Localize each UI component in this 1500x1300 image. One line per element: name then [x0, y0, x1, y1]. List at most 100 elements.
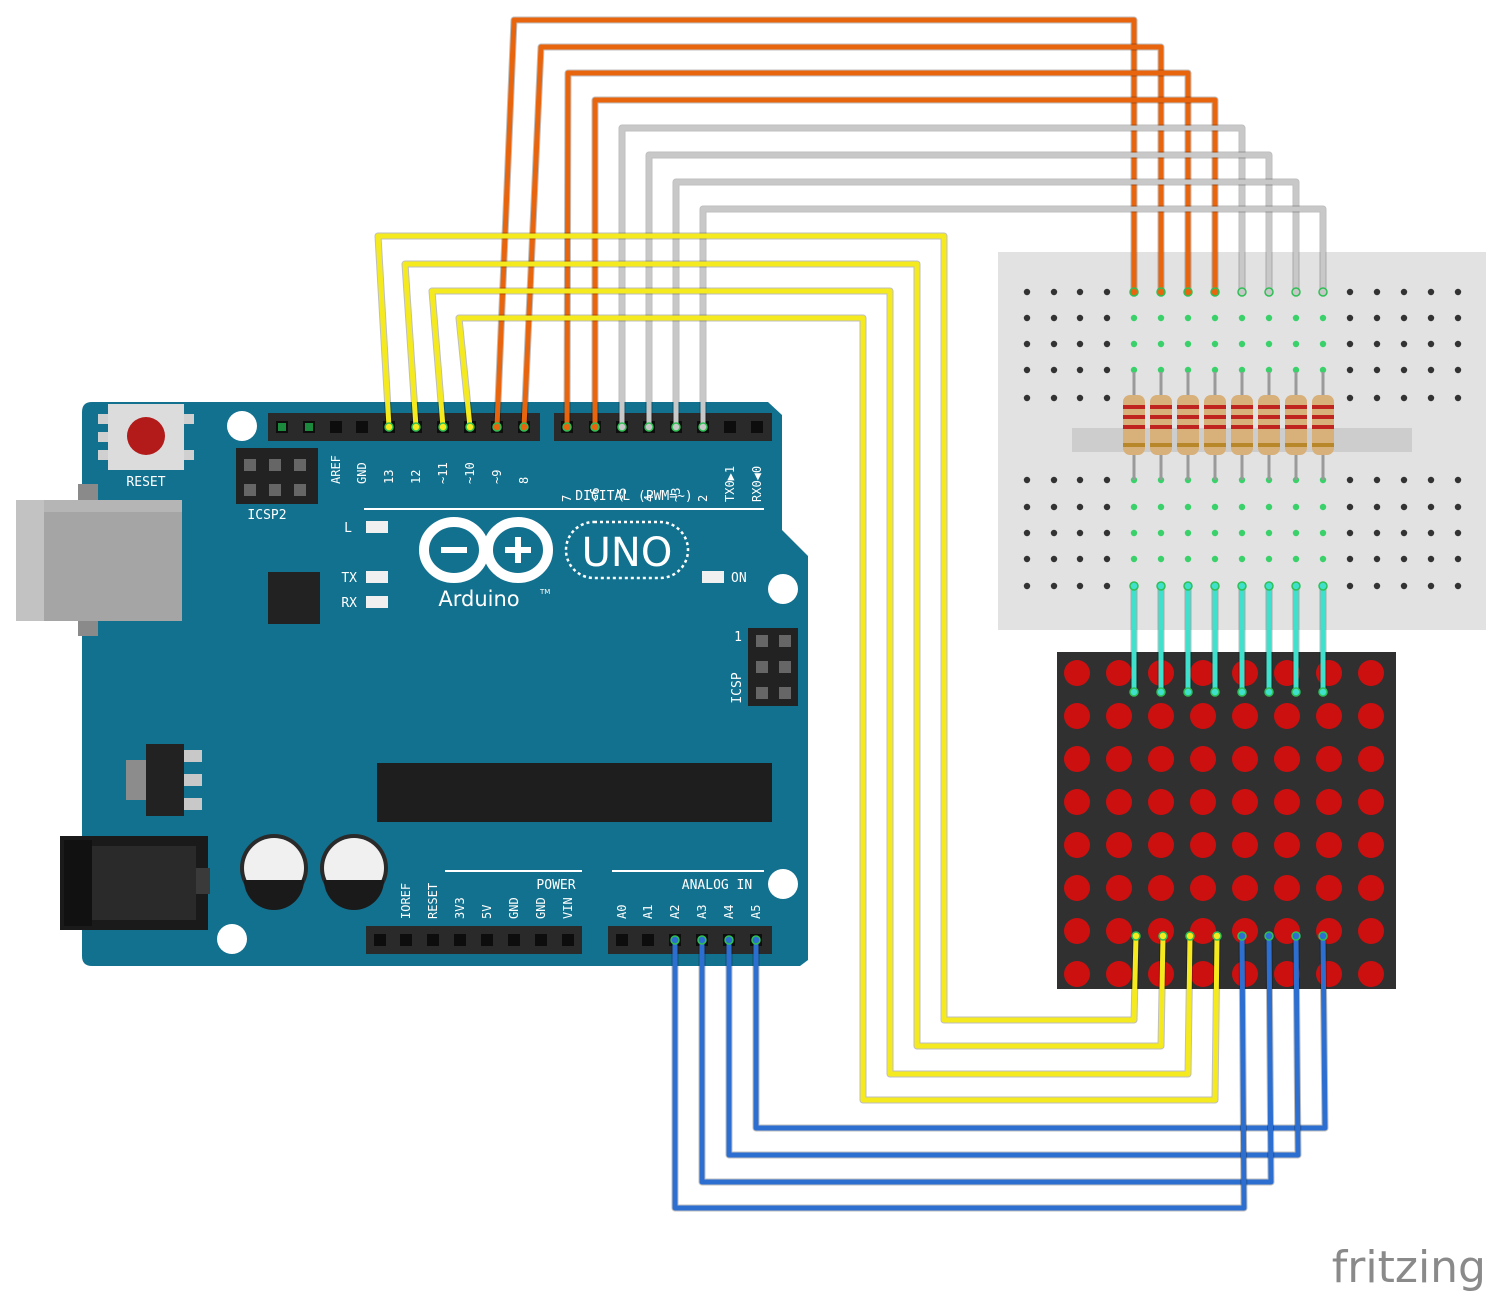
matrix-led	[1064, 875, 1090, 901]
breadboard-hole	[1427, 476, 1435, 484]
breadboard-hole	[1400, 476, 1408, 484]
led-matrix-dots	[1064, 660, 1384, 987]
matrix-led	[1274, 832, 1300, 858]
matrix-led	[1064, 961, 1090, 987]
wire-yellow[interactable]	[428, 287, 1195, 1078]
breadboard-hole	[1454, 314, 1462, 322]
breadboard-hole	[1346, 582, 1354, 590]
wire-cyan[interactable]	[1264, 581, 1274, 697]
matrix-led	[1190, 961, 1216, 987]
icsp-pin	[756, 687, 768, 699]
matrix-led	[1358, 789, 1384, 815]
breadboard-hole	[1050, 529, 1058, 537]
icsp-pin	[779, 687, 791, 699]
matrix-led	[1148, 875, 1174, 901]
matrix-led	[1106, 832, 1132, 858]
breadboard-hole	[1130, 555, 1138, 563]
matrix-led	[1358, 875, 1384, 901]
breadboard-hole	[1454, 582, 1462, 590]
wire-blue[interactable]	[724, 931, 1302, 1159]
breadboard-hole	[1373, 394, 1381, 402]
header-pin[interactable]	[454, 934, 466, 946]
header-pin[interactable]	[616, 934, 628, 946]
breadboard-hole	[1319, 340, 1327, 348]
wire-cyan[interactable]	[1237, 581, 1247, 697]
icsp2-pin	[244, 484, 256, 496]
matrix-led	[1064, 789, 1090, 815]
breadboard-hole	[1076, 394, 1084, 402]
matrix-led	[1064, 660, 1090, 686]
wire-cyan[interactable]	[1156, 581, 1166, 697]
pin-label: 2	[696, 495, 710, 502]
matrix-led	[1064, 746, 1090, 772]
header-pin[interactable]	[356, 421, 368, 433]
header-pin[interactable]	[724, 421, 736, 433]
breadboard-hole	[1373, 476, 1381, 484]
pin-label: A3	[695, 905, 709, 919]
breadboard-hole	[1184, 555, 1192, 563]
reset-button-cap[interactable]	[127, 417, 165, 455]
breadboard-hole	[1346, 366, 1354, 374]
wire-cyan[interactable]	[1210, 581, 1220, 697]
wire-gray[interactable]	[671, 178, 1301, 432]
breadboard-hole	[1050, 366, 1058, 374]
breadboard-hole	[1454, 288, 1462, 296]
wire-yellow[interactable]	[401, 260, 1168, 1050]
breadboard-hole	[1157, 555, 1165, 563]
wire-blue[interactable]	[670, 931, 1248, 1212]
header-pin[interactable]	[562, 934, 574, 946]
matrix-led	[1190, 875, 1216, 901]
breadboard-hole	[1238, 314, 1246, 322]
breadboard-hole	[1157, 314, 1165, 322]
matrix-led	[1232, 746, 1258, 772]
pin-label: A4	[722, 905, 736, 919]
resistor	[1150, 372, 1172, 480]
header-pin[interactable]	[642, 934, 654, 946]
header-pin[interactable]	[751, 421, 763, 433]
breadboard-hole	[1076, 340, 1084, 348]
pin-label: ~11	[436, 462, 450, 484]
breadboard-hole	[1400, 555, 1408, 563]
matrix-led	[1148, 746, 1174, 772]
breadboard-hole	[1373, 314, 1381, 322]
wire-yellow[interactable]	[374, 232, 1141, 1024]
breadboard-hole	[1292, 366, 1300, 374]
wire-yellow[interactable]	[455, 314, 1222, 1104]
uno-badge-outline	[564, 520, 690, 580]
matrix-led	[1064, 703, 1090, 729]
breadboard-hole	[1427, 394, 1435, 402]
reset-button[interactable]	[98, 404, 194, 470]
capacitor	[320, 834, 388, 910]
header-pin[interactable]	[427, 934, 439, 946]
breadboard-hole	[1400, 529, 1408, 537]
digital-caption: DIGITAL (PWM=~)	[575, 489, 692, 504]
header-pin-highlight	[278, 423, 286, 431]
breadboard-hole	[1427, 555, 1435, 563]
breadboard-hole	[1292, 314, 1300, 322]
breadboard-hole	[1184, 529, 1192, 537]
mounting-hole	[227, 411, 257, 441]
breadboard-hole	[1076, 366, 1084, 374]
header-pin[interactable]	[481, 934, 493, 946]
pin-label: 7	[560, 495, 574, 502]
header-pin[interactable]	[508, 934, 520, 946]
breadboard-hole	[1184, 503, 1192, 511]
wire-blue[interactable]	[751, 931, 1329, 1132]
header-pin[interactable]	[400, 934, 412, 946]
breadboard-hole	[1023, 288, 1031, 296]
breadboard-hole	[1454, 529, 1462, 537]
breadboard-hole	[1427, 529, 1435, 537]
matrix-led	[1232, 961, 1258, 987]
pin-label: 4	[642, 495, 656, 502]
wire-cyan[interactable]	[1291, 581, 1301, 697]
wire-blue[interactable]	[697, 931, 1275, 1186]
header-pin[interactable]	[374, 934, 386, 946]
wire-cyan[interactable]	[1129, 581, 1139, 697]
wire-cyan[interactable]	[1318, 581, 1328, 697]
wire-cyan[interactable]	[1183, 581, 1193, 697]
breadboard-hole	[1157, 503, 1165, 511]
header-pin[interactable]	[535, 934, 547, 946]
header-pin[interactable]	[330, 421, 342, 433]
breadboard-hole	[1103, 288, 1111, 296]
